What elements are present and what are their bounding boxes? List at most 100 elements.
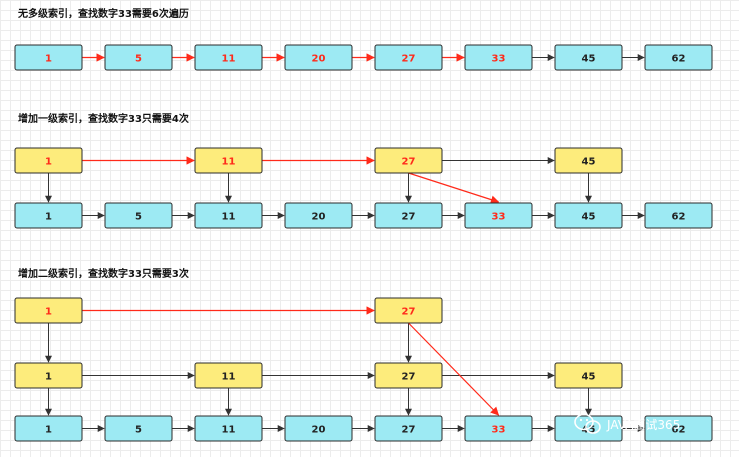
node-box [554, 147, 623, 174]
list-node: 33 [464, 44, 533, 71]
node-label: 20 [312, 425, 326, 436]
index-node: 11 [194, 362, 263, 389]
index-node: 27 [374, 362, 443, 389]
node-label: 33 [492, 212, 506, 223]
node-box [644, 202, 713, 229]
node-label: 1 [45, 212, 52, 223]
list-node: 27 [374, 202, 443, 229]
node-label: 62 [672, 425, 686, 436]
node-box [194, 415, 263, 442]
watermark-text: JAVA面试365 [606, 417, 680, 432]
index-node: 27 [374, 297, 443, 324]
node-label: 20 [312, 212, 326, 223]
node-label: 45 [582, 54, 596, 65]
captions-layer: 无多级索引，查找数字33需要6次遍历增加一级索引，查找数字33只需要4次增加二级… [17, 7, 189, 280]
node-label: 27 [402, 54, 416, 65]
node-label: 11 [222, 425, 236, 436]
node-label: 1 [45, 307, 52, 318]
search-path-arrow [408, 322, 500, 416]
node-label: 33 [492, 54, 506, 65]
list-node: 27 [374, 415, 443, 442]
node-box [464, 202, 533, 229]
list-node: 5 [104, 415, 173, 442]
section-caption: 增加一级索引，查找数字33只需要4次 [18, 112, 189, 125]
node-label: 62 [672, 212, 686, 223]
node-label: 1 [45, 157, 52, 168]
list-node: 11 [194, 202, 263, 229]
node-box [14, 362, 83, 389]
index-node: 11 [194, 147, 263, 174]
node-label: 1 [45, 54, 52, 65]
node-label: 11 [222, 212, 236, 223]
index-node: 1 [14, 362, 83, 389]
wechat-icon [574, 413, 601, 434]
node-box [374, 202, 443, 229]
node-label: 27 [402, 372, 416, 383]
node-label: 45 [582, 212, 596, 223]
node-box [104, 202, 173, 229]
list-node: 33 [464, 202, 533, 229]
node-box [194, 202, 263, 229]
list-node: 11 [194, 44, 263, 71]
node-box [14, 415, 83, 442]
list-node: 45 [554, 202, 623, 229]
node-box [374, 362, 443, 389]
node-label: 27 [402, 307, 416, 318]
node-box [14, 44, 83, 71]
node-label: 5 [135, 54, 142, 65]
node-box [284, 202, 353, 229]
list-node: 62 [644, 202, 713, 229]
search-path-arrow [408, 172, 500, 204]
node-box [194, 147, 263, 174]
node-label: 27 [402, 157, 416, 168]
list-node: 5 [104, 44, 173, 71]
node-box [194, 44, 263, 71]
node-box [104, 415, 173, 442]
node-box [464, 415, 533, 442]
node-box [644, 415, 713, 442]
index-node: 27 [374, 147, 443, 174]
node-box [554, 202, 623, 229]
index-node: 45 [554, 362, 623, 389]
node-label: 27 [402, 425, 416, 436]
node-label: 62 [672, 54, 686, 65]
list-node: 33 [464, 415, 533, 442]
list-node: 1 [14, 44, 83, 71]
node-label: 27 [402, 212, 416, 223]
node-box [464, 44, 533, 71]
node-label: 45 [582, 425, 596, 436]
node-box [554, 44, 623, 71]
section-caption: 增加二级索引，查找数字33只需要3次 [18, 267, 189, 280]
list-node: 45 [554, 44, 623, 71]
node-label: 20 [312, 54, 326, 65]
list-node: 20 [284, 44, 353, 71]
node-box [284, 415, 353, 442]
list-node: 1 [14, 202, 83, 229]
node-label: 11 [222, 54, 236, 65]
node-label: 1 [45, 372, 52, 383]
node-box [374, 147, 443, 174]
section-caption: 无多级索引，查找数字33需要6次遍历 [17, 7, 189, 20]
node-label: 5 [135, 212, 142, 223]
node-label: 11 [222, 372, 236, 383]
node-box [374, 415, 443, 442]
list-node: 1 [14, 415, 83, 442]
node-box [104, 44, 173, 71]
node-label: 5 [135, 425, 142, 436]
index-node: 45 [554, 147, 623, 174]
node-box [14, 297, 83, 324]
edges-layer [45, 53, 645, 432]
list-node: 20 [284, 202, 353, 229]
list-node: 62 [644, 44, 713, 71]
index-node: 1 [14, 147, 83, 174]
node-box [14, 202, 83, 229]
list-node: 11 [194, 415, 263, 442]
node-box [554, 362, 623, 389]
node-label: 1 [45, 425, 52, 436]
node-box [374, 297, 443, 324]
node-box [644, 44, 713, 71]
node-box [194, 362, 263, 389]
index-node: 1 [14, 297, 83, 324]
